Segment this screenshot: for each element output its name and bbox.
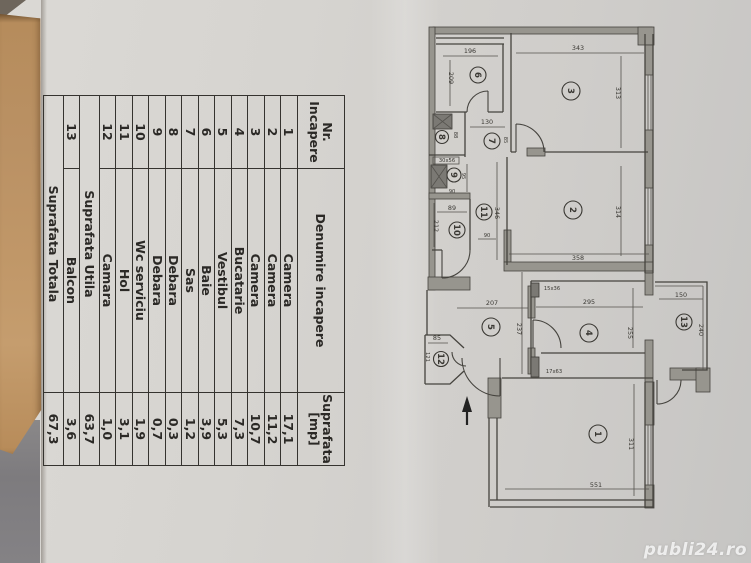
dim-240: 240	[697, 324, 705, 336]
plan-dimension-labels-rotated: 209 313 314 346 212 95 237 255 121 240 3…	[424, 72, 705, 450]
plan-dimension-lines	[428, 52, 703, 496]
cardboard-strip	[0, 14, 42, 454]
dim-212: 212	[432, 220, 440, 232]
floor-plan: 196 343 130 30x56 90 89 90 85 207 295 15…	[424, 26, 711, 509]
dim-89: 89	[448, 204, 456, 212]
dim-209: 209	[447, 72, 455, 84]
room-13-label: 13	[678, 316, 688, 328]
dim-295: 295	[583, 298, 595, 306]
header-nr: Nr.	[319, 122, 335, 142]
plan-shaft-boxes	[430, 113, 540, 378]
dim-90-hol: 90	[484, 233, 491, 239]
room-5-label: 5	[485, 324, 495, 330]
room-1-label: 1	[592, 431, 602, 437]
header-denumire: Denumire incapere	[297, 168, 345, 393]
plan-dimension-labels: 196 343 130 30x56 90 89 90 85 207 295 15…	[433, 44, 687, 489]
table-header-row: Nr.Incapere Denumire incapere Suprafata[…	[297, 95, 345, 466]
dim-551: 551	[590, 481, 602, 489]
dim-90: 90	[449, 189, 456, 195]
dim-237: 237	[515, 323, 523, 335]
dim-313: 313	[614, 87, 622, 99]
dim-88: 88	[452, 132, 458, 139]
dim-130: 130	[481, 118, 493, 126]
room-table-rotated: Nr.Incapere Denumire incapere Suprafata[…	[43, 95, 345, 466]
room-9-label: 9	[448, 172, 458, 178]
dim-30x56: 30x56	[439, 158, 455, 164]
plan-room-numbers: 1 2 3 4 5 6 7 8 9 10 11 12 13	[432, 66, 693, 444]
dim-121: 121	[424, 352, 430, 362]
dim-85-sas: 85	[502, 137, 508, 144]
dim-358: 358	[572, 254, 584, 262]
north-arrow-icon	[462, 396, 472, 425]
watermark: publi24.ro	[643, 540, 747, 560]
room-10-label: 10	[451, 224, 461, 236]
header-suprafata: Suprafata	[319, 394, 335, 464]
dim-255: 255	[626, 327, 634, 339]
room-6-label: 6	[472, 72, 482, 78]
dim-15x36: 15x36	[544, 286, 560, 292]
dim-150: 150	[675, 291, 687, 299]
dim-196: 196	[464, 47, 476, 55]
dim-207: 207	[486, 299, 498, 307]
dim-17x63: 17x63	[546, 369, 562, 375]
plan-doors	[441, 90, 682, 405]
room-8-label: 8	[436, 134, 446, 140]
room-11-label: 11	[478, 206, 488, 218]
dim-314: 314	[614, 206, 622, 218]
room-table: Nr.Incapere Denumire incapere Suprafata[…	[43, 95, 345, 466]
dim-311: 311	[627, 438, 635, 450]
dim-85: 85	[433, 334, 441, 342]
page-edge-shadow	[41, 0, 47, 563]
plan-walls	[427, 26, 711, 509]
room-12-label: 12	[435, 353, 445, 365]
room-4-label: 4	[583, 330, 593, 336]
dim-343: 343	[572, 44, 584, 52]
dim-346: 346	[493, 207, 501, 219]
room-3-label: 3	[565, 88, 575, 94]
room-7-label: 7	[486, 138, 496, 144]
room-2-label: 2	[567, 207, 577, 213]
dim-95: 95	[460, 173, 466, 180]
